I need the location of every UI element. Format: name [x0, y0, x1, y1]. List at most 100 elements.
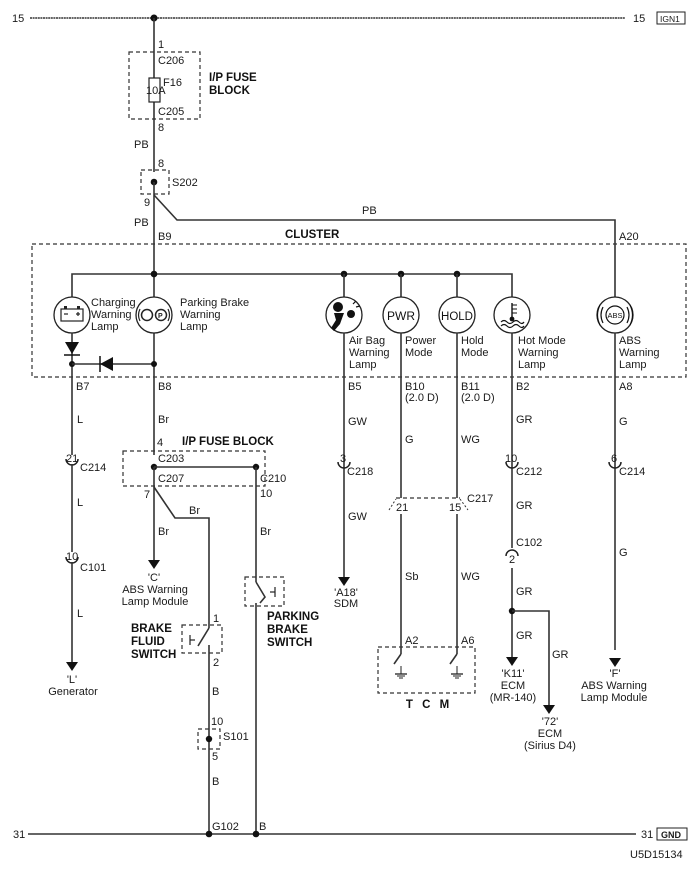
pin-label: 10 [66, 551, 78, 563]
pin-label: 1 [213, 613, 219, 625]
wire-color-label: Br [158, 526, 169, 538]
destination-name: Generator [48, 686, 98, 698]
switch-title: BRAKE [131, 623, 172, 635]
lamp-label: Hot Mode [518, 335, 566, 347]
connector-icon [505, 461, 519, 469]
abs-icon-text: ABS [607, 311, 622, 320]
switch-outline [244, 576, 285, 607]
ground-icon [451, 666, 463, 679]
instrument-cluster: CLUSTER B9 A20 Charging Warning Lamp [31, 229, 687, 650]
parking-brake-switch: PARKING BRAKE SWITCH [244, 576, 319, 834]
arrow-icon [148, 560, 160, 569]
lamp-label: Warning [349, 347, 390, 359]
fuse-id-label: F16 [163, 77, 182, 89]
lamp-label: Parking Brake [180, 297, 249, 309]
cluster-outline [31, 243, 687, 378]
pin-label: B2 [516, 381, 529, 393]
destination-name: SDM [334, 598, 358, 610]
ign1-tag-box [656, 11, 686, 25]
splice-dot [205, 735, 213, 743]
arrow-icon [609, 658, 621, 667]
wire-color-label: L [77, 414, 83, 426]
fuse-block-title: I/P FUSE BLOCK [182, 436, 274, 448]
fuse-block-outline [128, 51, 201, 120]
wire-color-label: GW [348, 416, 368, 428]
abs-icon: ABS [596, 304, 634, 326]
pin-label: A6 [461, 635, 474, 647]
wire-color-label: B [212, 776, 219, 788]
parking-brake-warning-lamp: P Parking Brake Warning Lamp [135, 296, 249, 334]
battery-icon [60, 306, 84, 322]
tcm-switch-icon [449, 653, 458, 665]
wire-color-label: PB [134, 139, 149, 151]
arrow-icon [543, 705, 555, 714]
splice-s101: 10 S101 5 B [197, 716, 249, 788]
pin-label: 5 [212, 751, 218, 763]
ip-fuse-block-top: 1 C206 F16 10A C205 8 I/P FUSE BLOCK PB [128, 18, 257, 172]
diode-icon [65, 342, 79, 354]
tcm-outline [377, 646, 476, 694]
abs-circuit: 6 C214 G 'F' ABS Warning Lamp Module [581, 453, 648, 704]
arrow-icon [506, 657, 518, 666]
lamp-label: Hold [461, 335, 484, 347]
ground-rail: 31 31 GND G102 B U5D15134 [13, 821, 688, 861]
pin-label: 1 [158, 39, 164, 51]
lamp-label: Warning [619, 347, 660, 359]
switch-title: BRAKE [267, 624, 308, 636]
ignition-rail: 15 15 IGN1 [12, 11, 686, 25]
pin-label: A8 [619, 381, 632, 393]
abs-warning-lamp: ABS ABS Warning Lamp [596, 296, 660, 650]
switch-title: PARKING [267, 611, 319, 623]
wire-color-label: GR [516, 500, 533, 512]
pin-label: 2 [509, 554, 515, 566]
splice-outline [140, 169, 170, 195]
wire-color-label: Br [189, 505, 200, 517]
switch-contact-icon [255, 581, 266, 604]
fuse-block-outline [122, 450, 266, 487]
lamp-label: ABS [619, 335, 641, 347]
ip-fuse-block-mid: I/P FUSE BLOCK 4 C203 C207 C210 7 10 Br … [122, 436, 286, 628]
coolant-temp-icon [500, 303, 525, 329]
hold-mode-icon: HOLD [441, 311, 473, 323]
wire-color-label: G [405, 434, 414, 446]
pin-label: B7 [76, 381, 89, 393]
lamp-label: Mode [461, 347, 489, 359]
pin-label: 10 [260, 488, 272, 500]
destination-ref: '72' [542, 716, 558, 728]
pin-label: 6 [611, 453, 617, 465]
connector-label: C217 [467, 493, 493, 505]
wire-color-label: L [77, 608, 83, 620]
hold-mode-lamp: HOLD Hold Mode [438, 296, 489, 498]
pin-label: 15 [449, 502, 461, 514]
wire-color-label: B [259, 821, 266, 833]
wire-color-label: PB [134, 217, 149, 229]
hot-mode-circuit: 10 C212 GR C102 2 GR GR GR 'K11' ECM (MR… [490, 453, 576, 752]
lamp-label: Lamp [180, 321, 208, 333]
pin-label: 10 [505, 453, 517, 465]
destination-ref: 'C' [148, 572, 160, 584]
wire-color-label: G [619, 547, 628, 559]
destination-name: ECM [538, 728, 562, 740]
pin-label: 8 [158, 158, 164, 170]
switch-title: SWITCH [131, 649, 176, 661]
connector-icon [337, 461, 351, 469]
rail-bottom-left-label: 31 [13, 829, 25, 841]
hot-mode-warning-lamp: Hot Mode Warning Lamp [493, 296, 566, 548]
wire-color-label: WG [461, 434, 480, 446]
airbag-circuit: 3 C218 GW 'A18' SDM [334, 453, 374, 610]
ign1-tag: IGN1 [660, 14, 680, 24]
destination-name: ABS Warning [122, 584, 188, 596]
pin-label: 3 [340, 453, 346, 465]
power-mode-lamp: PWR Power Mode [382, 296, 437, 498]
wire-color-label: Br [260, 526, 271, 538]
connector-label: C210 [260, 473, 286, 485]
connector-label: C212 [516, 466, 542, 478]
wire-color-label: GR [516, 630, 533, 642]
switch-title: FLUID [131, 636, 165, 648]
lamp-label: Lamp [91, 321, 119, 333]
lamp-label: Lamp [518, 359, 546, 371]
connector-icon [505, 549, 519, 557]
lamp-label: Air Bag [349, 335, 385, 347]
wire-color-label: GR [516, 586, 533, 598]
